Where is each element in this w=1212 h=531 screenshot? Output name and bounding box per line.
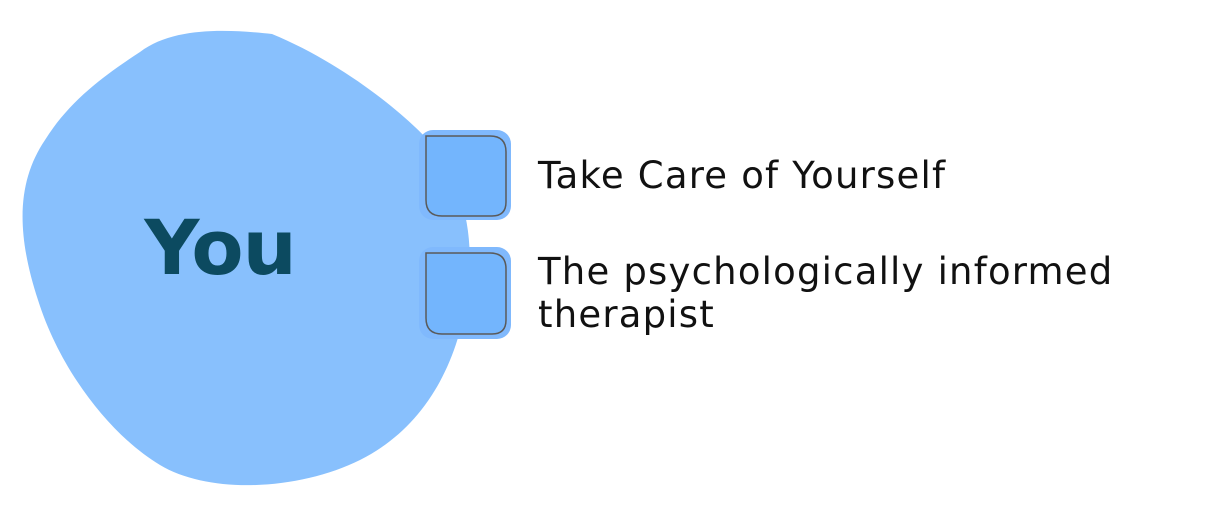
item-1-label: Take Care of Yourself [538, 154, 947, 197]
item-2-label: The psychologically informed therapist [538, 250, 1114, 336]
item-2-marker-icon [419, 247, 511, 339]
center-label: You [144, 203, 296, 292]
item-1-marker-icon [419, 130, 511, 220]
center-blob [22, 30, 470, 486]
